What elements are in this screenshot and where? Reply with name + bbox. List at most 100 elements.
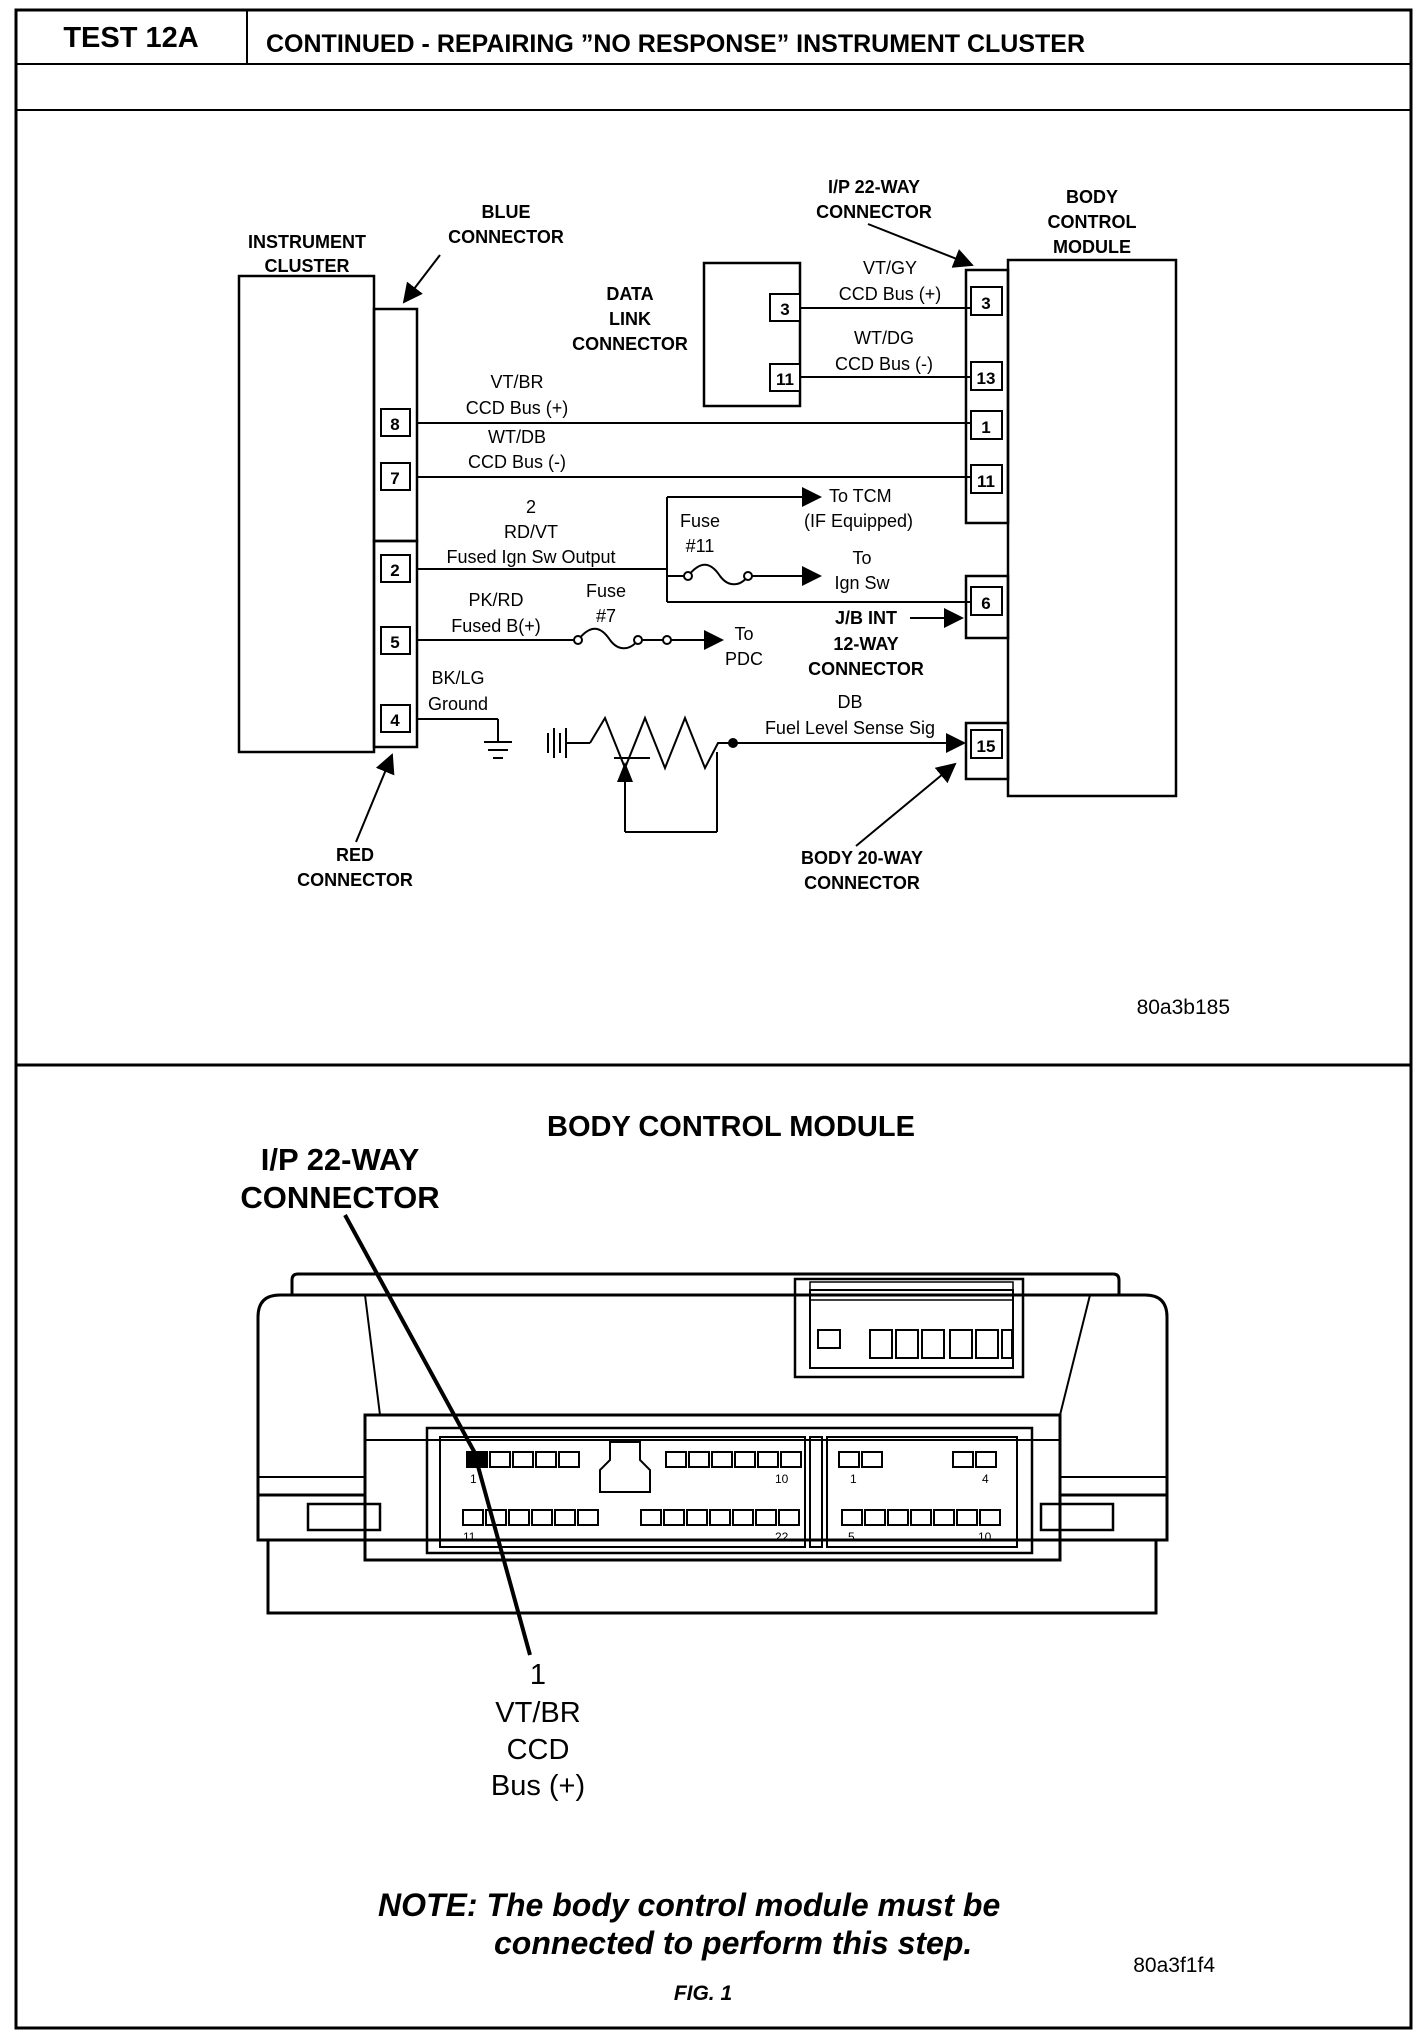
- pin-num-right-4: 4: [982, 1472, 989, 1486]
- wire-vtgy-signal: CCD Bus (+): [839, 284, 942, 304]
- wire-wtdg-color: WT/DG: [854, 328, 914, 348]
- fig-label: FIG. 1: [674, 1982, 732, 2005]
- note-line2: connected to perform this step.: [494, 1925, 972, 1961]
- wire-bklg-signal: Ground: [428, 694, 488, 714]
- callout-color: VT/BR: [495, 1697, 580, 1729]
- blue-connector-label2: CONNECTOR: [448, 227, 564, 247]
- module-connector-cavities: [462, 1441, 1001, 1526]
- bcm-pins: [970, 286, 1003, 759]
- wire-db-color: DB: [837, 692, 862, 712]
- cluster-pin-2: 2: [390, 561, 399, 580]
- blue-connector-label1: BLUE: [482, 202, 531, 222]
- to-tcm-label1: To TCM: [829, 486, 892, 506]
- wire-vtbr-color: VT/BR: [490, 372, 543, 392]
- dlc-label1: DATA: [606, 284, 653, 304]
- jb-connector-label3: CONNECTOR: [808, 659, 924, 679]
- body-connector-label1: BODY 20-WAY: [801, 848, 923, 868]
- dlc-label2: LINK: [609, 309, 651, 329]
- wire-bklg-color: BK/LG: [431, 668, 484, 688]
- callout-ccd: CCD: [507, 1734, 570, 1766]
- red-connector-label1: RED: [336, 845, 374, 865]
- cluster-label-line2: CLUSTER: [265, 256, 350, 276]
- wire-vtgy-color: VT/GY: [863, 258, 917, 278]
- bcm-box: [1006, 258, 1178, 798]
- module-pin-numbers: 1 10 11 22 1 4 5 10: [463, 1472, 992, 1544]
- body-20way-connector: [964, 721, 1010, 781]
- callout-bus: Bus (+): [491, 1770, 585, 1802]
- bcm-pin-3: 3: [981, 294, 990, 313]
- red-connector-label2: CONNECTOR: [297, 870, 413, 890]
- pin-num-right-10: 10: [978, 1530, 992, 1544]
- note-line1: NOTE: The body control module must be: [378, 1887, 1000, 1923]
- to-ign-label2: Ign Sw: [834, 573, 890, 593]
- wire-rdvt-color: RD/VT: [504, 522, 558, 542]
- wire-pkrd-color: PK/RD: [468, 590, 523, 610]
- bcm-label2: CONTROL: [1048, 212, 1137, 232]
- red-connector-arrow: [355, 753, 395, 843]
- bcm-pin-11: 11: [977, 472, 995, 491]
- page-frame: [14, 8, 1413, 2030]
- fuse7-label2: #7: [596, 606, 616, 626]
- cluster-pins: [380, 408, 411, 733]
- module-view-title: BODY CONTROL MODULE: [547, 1111, 915, 1143]
- bcm-pin-15: 15: [977, 737, 996, 756]
- ip-connector-label1: I/P 22-WAY: [828, 177, 920, 197]
- fuse11-label1: Fuse: [680, 511, 720, 531]
- wiring-figure-code: 80a3b185: [1137, 996, 1230, 1019]
- wires: [417, 307, 971, 759]
- wire-wtdb-signal: CCD Bus (-): [468, 452, 566, 472]
- jb-12way-connector: [964, 574, 1010, 640]
- jb-connector-label1: J/B INT: [835, 608, 897, 628]
- instrument-cluster-box: [237, 274, 376, 754]
- test-id: TEST 12A: [63, 22, 198, 54]
- module-ip-label1: I/P 22-WAY: [261, 1142, 420, 1177]
- pin-num-11: 11: [463, 1530, 476, 1544]
- fuel-level-sender: [547, 715, 733, 833]
- to-pdc-label1: To: [734, 624, 753, 644]
- blue-connector-arrow: [402, 254, 441, 304]
- wire-rdvt-circuit: 2: [526, 497, 536, 517]
- cluster-pin-8: 8: [390, 415, 399, 434]
- ip-connector-label2: CONNECTOR: [816, 202, 932, 222]
- wire-wtdg-signal: CCD Bus (-): [835, 354, 933, 374]
- module-view: BODY CONTROL MODULE I/P 22-WAY CONNECTOR: [240, 1111, 1215, 2005]
- wire-vtbr-signal: CCD Bus (+): [466, 398, 569, 418]
- pin-num-right-5: 5: [848, 1530, 855, 1544]
- dlc-label3: CONNECTOR: [572, 334, 688, 354]
- pin-num-22: 22: [775, 1530, 789, 1544]
- to-ign-label1: To: [852, 548, 871, 568]
- wiring-diagram: INSTRUMENT CLUSTER BLUE CONNECTOR RED CO…: [237, 177, 1230, 1019]
- module-figure-code: 80a3f1f4: [1133, 1954, 1215, 1977]
- module-top-connector: [817, 1329, 1013, 1359]
- ip-connector-arrow: [867, 223, 974, 268]
- wire-pkrd-signal: Fused B(+): [451, 616, 541, 636]
- pin1-callout-leader: [474, 1458, 532, 1656]
- module-ip-label2: CONNECTOR: [240, 1180, 439, 1215]
- pin-num-10: 10: [775, 1472, 789, 1486]
- cluster-pin-7: 7: [390, 469, 399, 488]
- bcm-pin-6: 6: [981, 594, 990, 613]
- fuse11-label2: #11: [686, 536, 715, 556]
- to-pdc-label2: PDC: [725, 649, 763, 669]
- wire-rdvt-signal: Fused Ign Sw Output: [446, 547, 615, 567]
- dlc-pin-3: 3: [780, 300, 789, 319]
- dlc-pin-11-box: [769, 363, 801, 392]
- red-connector: [372, 539, 419, 749]
- wire-wtdb-color: WT/DB: [488, 427, 546, 447]
- bcm-pin-13: 13: [977, 369, 996, 388]
- ip-22way-connector: [964, 268, 1010, 525]
- body-connector-label2: CONNECTOR: [804, 873, 920, 893]
- cluster-pin-5: 5: [390, 633, 399, 652]
- dlc-pin-3-box: [769, 293, 801, 322]
- cluster-pin-4: 4: [390, 711, 400, 730]
- bcm-pin-1: 1: [981, 418, 990, 437]
- data-link-connector-box: [702, 261, 802, 408]
- dlc-pin-11: 11: [776, 370, 794, 389]
- pin-num-1: 1: [470, 1472, 477, 1486]
- body-connector-arrow: [855, 762, 957, 847]
- cluster-label-line1: INSTRUMENT: [248, 232, 366, 252]
- fuel-sense-junction: [728, 738, 738, 748]
- jb-connector-label2: 12-WAY: [833, 634, 898, 654]
- wire-db-signal: Fuel Level Sense Sig: [765, 718, 935, 738]
